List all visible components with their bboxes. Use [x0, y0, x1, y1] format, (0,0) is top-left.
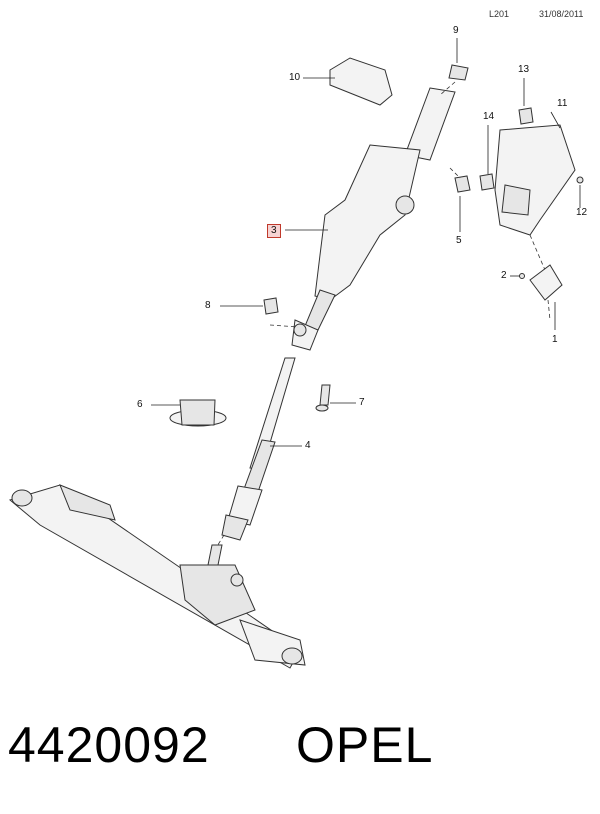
bolt-9-drawing [439, 64, 469, 96]
steering-rack-drawing [8, 484, 306, 669]
nut-14-drawing [479, 173, 495, 191]
grommet-6-drawing [169, 399, 227, 427]
callout-4: 4 [305, 440, 311, 451]
bolt-7-drawing [315, 384, 331, 412]
callout-1: 1 [552, 334, 558, 345]
screw-12-drawing [576, 176, 584, 184]
nut-8-drawing [263, 297, 279, 315]
callout-12: 12 [576, 207, 588, 218]
callout-6: 6 [137, 399, 143, 410]
callout-7: 7 [359, 397, 365, 408]
callout-3-highlighted: 3 [267, 224, 281, 238]
callout-10: 10 [289, 72, 301, 83]
page-code: L201 [489, 9, 510, 19]
part-number: 4420092 [8, 717, 210, 773]
cover-10-drawing [329, 57, 393, 106]
bracket-11-drawing [494, 124, 576, 271]
steering-column-drawing [269, 87, 456, 351]
callout-8: 8 [205, 300, 211, 311]
callout-9: 9 [453, 25, 459, 36]
callout-5: 5 [456, 235, 462, 246]
screw-2-drawing [519, 273, 525, 279]
callout-13: 13 [518, 64, 530, 75]
leader-lines [151, 38, 581, 447]
brand-name: OPEL [296, 717, 434, 773]
callout-14: 14 [483, 111, 495, 122]
steering-column-exploded-diagram [8, 38, 584, 669]
callout-2: 2 [501, 270, 507, 281]
diagram-date: 31/08/2011 [539, 9, 584, 19]
clip-13-drawing [518, 107, 534, 125]
sensor-1-drawing [529, 264, 563, 321]
intermediate-shaft-drawing [215, 357, 296, 549]
callout-11: 11 [557, 98, 568, 109]
bolt-lower-drawing [207, 544, 223, 566]
nut-5-drawing [449, 167, 471, 193]
